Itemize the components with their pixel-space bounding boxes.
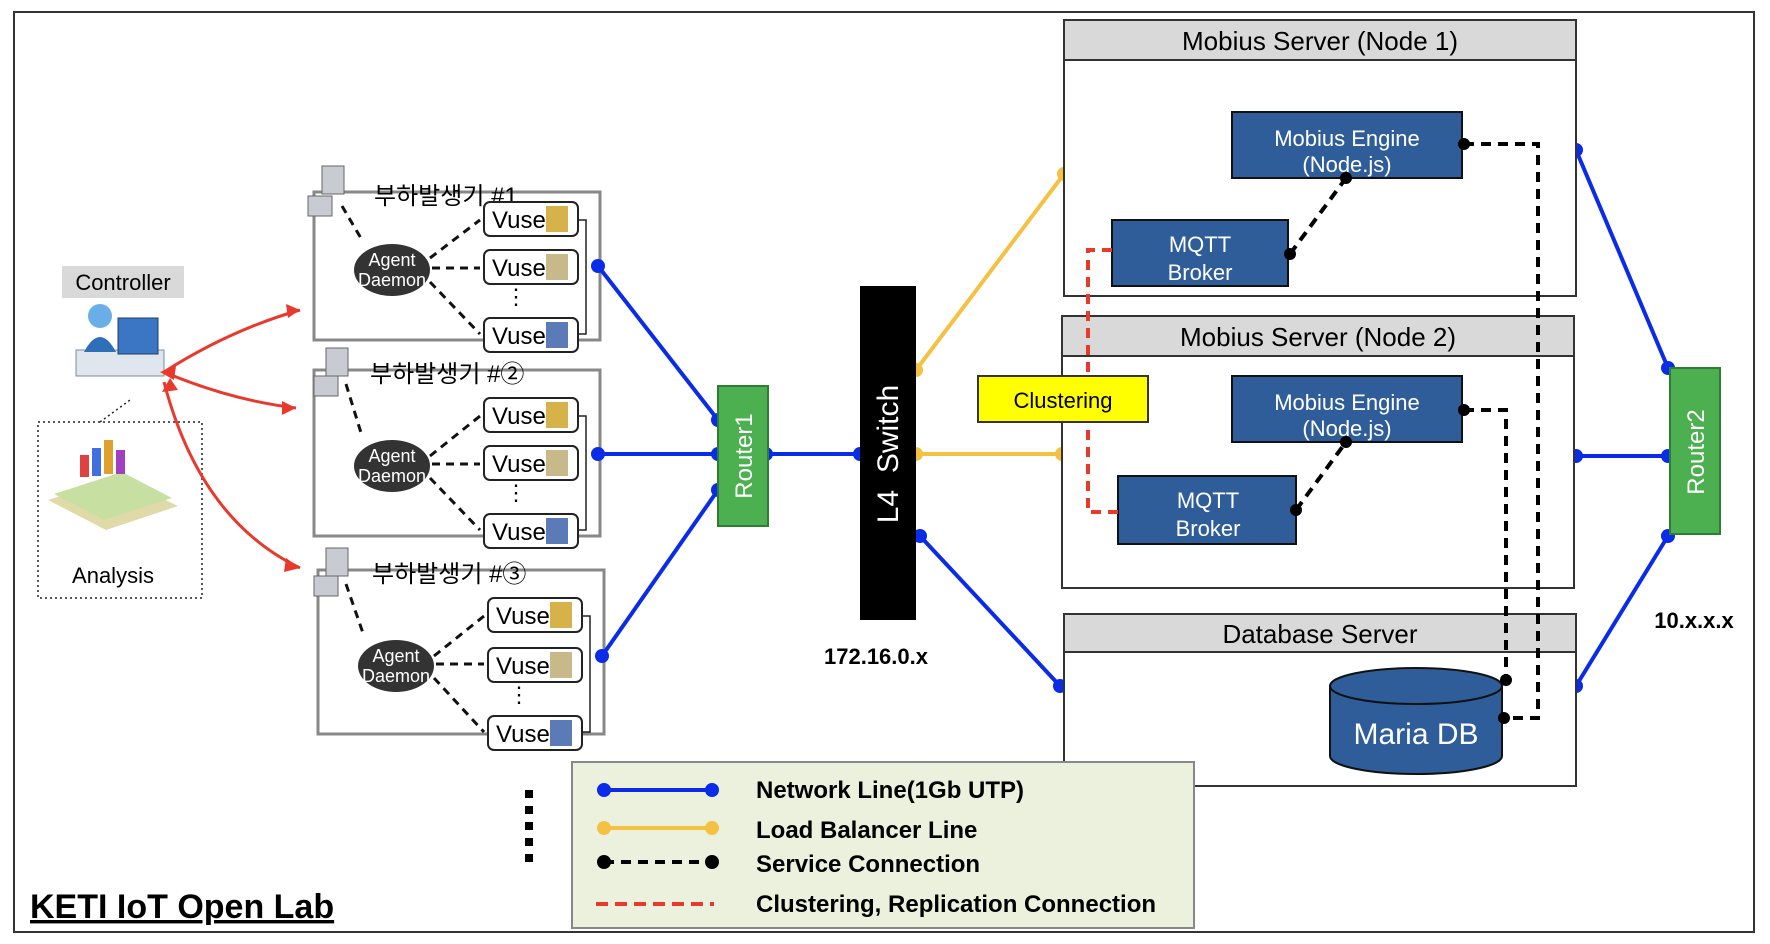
- user-icon: [546, 322, 568, 348]
- agent-daemon: [354, 244, 430, 296]
- router2: Router2: [1669, 367, 1721, 535]
- vuser-1: Vuse: [483, 397, 579, 433]
- svg-text:⋮: ⋮: [508, 682, 530, 707]
- user-icon: [546, 518, 568, 544]
- internal-ip-label: 172.16.0.x: [824, 644, 929, 669]
- generator-computer-icon: [313, 347, 349, 397]
- db-server-title: Database Server: [1222, 619, 1417, 649]
- vuser-2: Vuse: [483, 249, 579, 285]
- db-label: Maria DB: [1353, 718, 1478, 751]
- legend-load-balancer-line: Load Balancer Line: [597, 817, 977, 844]
- generator-computer-icon: [307, 165, 345, 217]
- vuser-label: Vuse: [496, 603, 550, 630]
- analysis-label: Analysis: [72, 563, 154, 588]
- analysis-chart-icon: [48, 440, 178, 530]
- router1: Router1: [717, 385, 769, 527]
- vuser-label: Vuse: [492, 255, 546, 282]
- legend-label: Network Line(1Gb UTP): [756, 777, 1024, 804]
- node1-engine-box: [1231, 111, 1463, 179]
- user-icon: [546, 254, 568, 280]
- user-icon: [550, 720, 572, 746]
- node1-broker-line1: MQTT: [1169, 232, 1231, 257]
- legend: Network Line(1Gb UTP) Load Balancer Line…: [571, 761, 1195, 929]
- clustering-label-box: Clustering: [977, 375, 1149, 423]
- node2-broker-line2: Broker: [1176, 516, 1241, 541]
- vuser-1: Vuse: [483, 201, 579, 237]
- controller: Controller: [62, 266, 184, 377]
- generator-title: 부하발생기 #②: [370, 361, 524, 388]
- vuser-label: Vuse: [496, 653, 550, 680]
- node1-title: Mobius Server (Node 1): [1182, 26, 1458, 56]
- vuser-3: Vuse: [483, 317, 579, 353]
- generator-computer-icon: [313, 547, 349, 597]
- node2-engine-line1: Mobius Engine: [1274, 390, 1420, 415]
- node2-title: Mobius Server (Node 2): [1180, 322, 1456, 352]
- user-icon: [550, 602, 572, 628]
- legend-service-connection: Service Connection: [597, 851, 980, 878]
- more-generators-ellipsis: [525, 790, 533, 862]
- load-balancer-lines: [914, 172, 1066, 456]
- agent-daemon-line1: Agent: [372, 646, 419, 666]
- mobius-server-node2: Mobius Server (Node 2) Mobius Engine (No…: [1061, 315, 1575, 589]
- svg-text:⋮: ⋮: [505, 284, 527, 309]
- vuser-label: Vuse: [492, 519, 546, 546]
- router2-label: Router2: [1683, 409, 1710, 494]
- agent-daemon: [354, 440, 430, 492]
- svg-text:⋮: ⋮: [505, 480, 527, 505]
- controller-computer-icon: [75, 304, 165, 377]
- agent-daemon-line2: Daemon: [358, 466, 426, 486]
- agent-daemon-line2: Daemon: [362, 666, 430, 686]
- user-icon: [550, 652, 572, 678]
- vuser-2: Vuse: [487, 647, 583, 683]
- node1-engine-line1: Mobius Engine: [1274, 126, 1420, 151]
- agent-daemon-line2: Daemon: [358, 270, 426, 290]
- clustering-label: Clustering: [1013, 388, 1112, 413]
- switch-label: L4 Switch: [872, 385, 905, 523]
- vuser-3: Vuse: [487, 715, 583, 751]
- legend-network-line: Network Line(1Gb UTP): [597, 777, 1024, 804]
- database-server: Database Server Maria DB: [1063, 613, 1577, 787]
- node2-broker-box: [1117, 475, 1297, 545]
- user-icon: [546, 450, 568, 476]
- vuser-label: Vuse: [492, 403, 546, 430]
- legend-label: Load Balancer Line: [756, 817, 977, 844]
- agent-daemon: [358, 640, 434, 692]
- vuser-label: Vuse: [492, 323, 546, 350]
- user-icon: [546, 206, 568, 232]
- vuser-1: Vuse: [487, 597, 583, 633]
- vuser-label: Vuse: [492, 207, 546, 234]
- node1-broker-line2: Broker: [1168, 260, 1233, 285]
- service-connections: [1288, 142, 1540, 720]
- user-icon: [546, 402, 568, 428]
- database-icon: [1329, 667, 1503, 775]
- load-generator-2: 부하발생기 #② Agent Daemon Vuse Vuse Vuse ⋮: [312, 347, 602, 549]
- vuser-2: Vuse: [483, 445, 579, 481]
- agent-daemon-line1: Agent: [368, 446, 415, 466]
- l4-switch: L4 Switch: [860, 286, 916, 620]
- vuser-label: Vuse: [496, 721, 550, 748]
- controller-label: Controller: [75, 270, 170, 295]
- load-generator-3: 부하발생기 #③ Agent Daemon Vuse Vuse Vuse ⋮: [313, 547, 606, 751]
- node2-broker-line1: MQTT: [1177, 488, 1239, 513]
- agent-daemon-line1: Agent: [368, 250, 415, 270]
- analysis-box: Analysis: [37, 421, 203, 599]
- generator-title: 부하발생기 #③: [372, 561, 526, 588]
- vuser-3: Vuse: [483, 513, 579, 549]
- legend-label: Service Connection: [756, 851, 980, 878]
- legend-clustering-connection: Clustering, Replication Connection: [596, 891, 1156, 918]
- router1-label: Router1: [731, 413, 758, 498]
- footer-title: KETI IoT Open Lab: [30, 888, 334, 926]
- vuser-label: Vuse: [492, 451, 546, 478]
- external-ip-label: 10.x.x.x: [1654, 608, 1734, 633]
- network-lines: [596, 149, 1670, 688]
- legend-label: Clustering, Replication Connection: [756, 891, 1156, 918]
- controller-arrows: [160, 304, 301, 572]
- mobius-server-node1: Mobius Server (Node 1) Mobius Engine (No…: [1063, 19, 1577, 297]
